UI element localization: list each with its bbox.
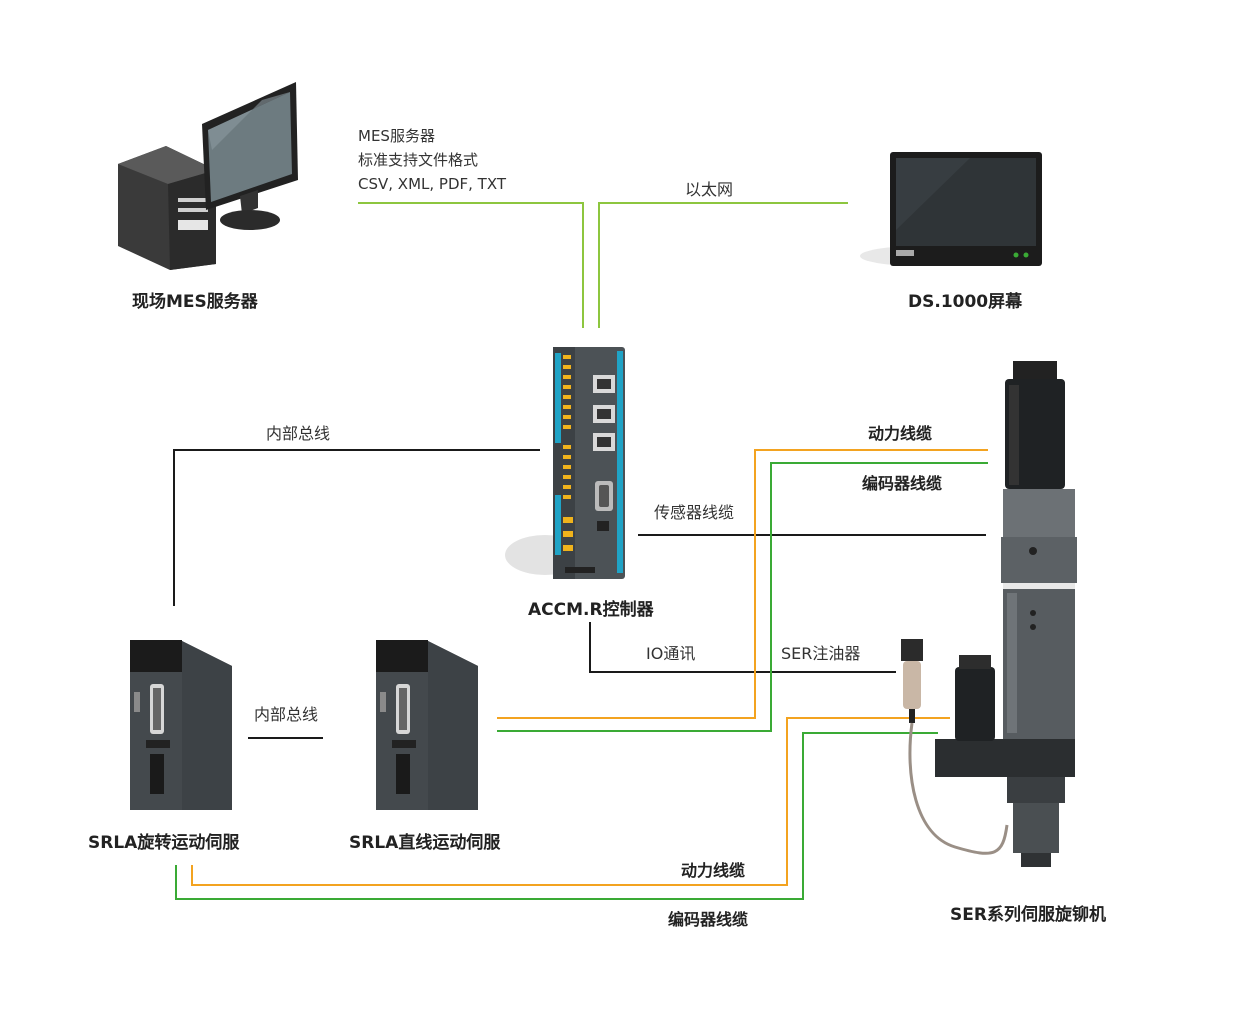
internal-bus-mid-label: 内部总线 [254,705,319,724]
io-comm-label: IO通讯 [646,644,696,663]
ethernet-line-mes [358,202,584,328]
touch-screen-monitor-icon [850,150,1046,274]
encoder-cable-line-bottom [175,732,938,900]
controller-module-icon [505,345,635,585]
power-cable-line-top [497,449,988,719]
ethernet-line-screen [598,202,848,328]
controller-label: ACCM.R控制器 [528,600,654,620]
power-cable-top-label: 动力线缆 [868,424,933,443]
servo-drive-icon [128,636,238,816]
mes-info-line-2: 标准支持文件格式 [358,151,479,169]
internal-bus-line-top [173,449,540,606]
encoder-cable-bottom-label: 编码器线缆 [668,910,749,929]
mes-info-line-3: CSV, XML, PDF, TXT [358,175,507,193]
mes-server-label: 现场MES服务器 [132,292,258,312]
ethernet-label: 以太网 [685,180,734,199]
servo-drive-icon [374,636,484,816]
srla-rotary-label: SRLA旋转运动伺服 [88,833,240,853]
mes-info-text: MES服务器 标准支持文件格式 CSV, XML, PDF, TXT [358,124,506,196]
riveter-label: SER系列伺服旋铆机 [950,905,1106,925]
sensor-cable-label: 传感器线缆 [654,503,735,522]
ser-oiler-label: SER注油器 [781,644,861,663]
ds-screen-label: DS.1000屏幕 [908,292,1023,312]
servo-riveting-machine-icon [895,355,1095,879]
encoder-cable-line-top [497,462,988,732]
power-cable-line-bottom [191,717,950,886]
mes-info-line-1: MES服务器 [358,127,435,145]
srla-linear-label: SRLA直线运动伺服 [349,833,501,853]
internal-bus-top-label: 内部总线 [266,424,331,443]
encoder-cable-top-label: 编码器线缆 [862,474,943,493]
power-cable-bottom-label: 动力线缆 [681,861,746,880]
io-comm-line [589,622,896,673]
desktop-computer-icon [112,80,312,274]
